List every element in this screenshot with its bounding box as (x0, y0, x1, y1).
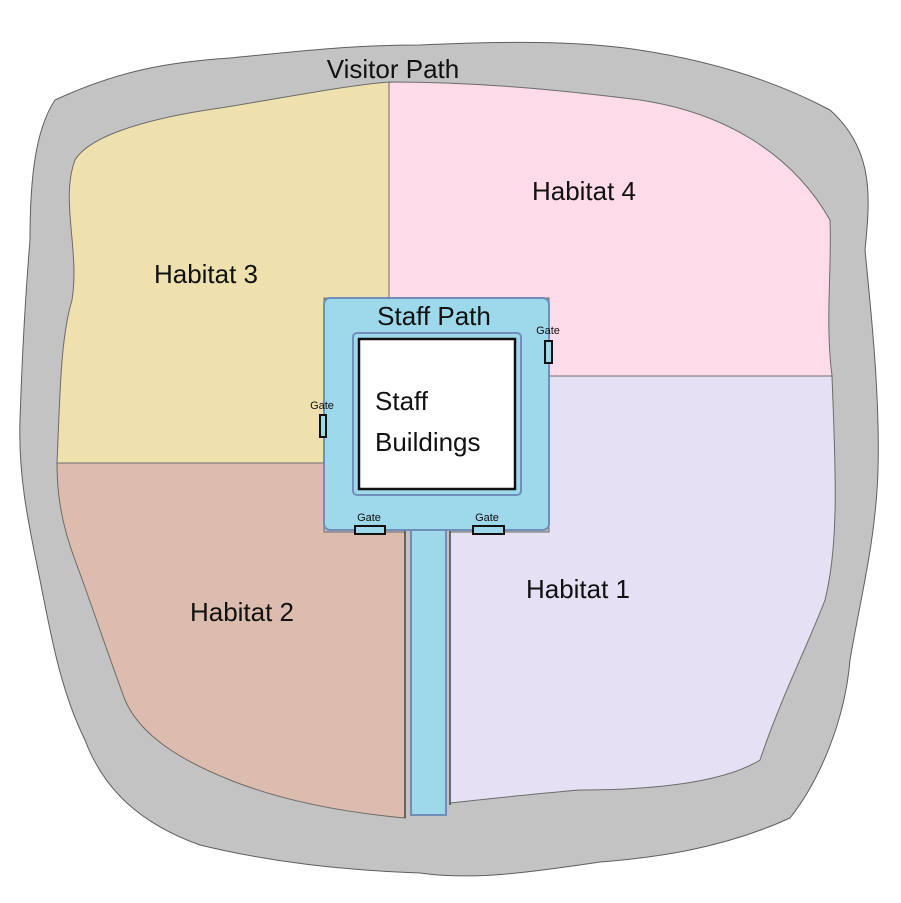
staff-path-corridor (410, 529, 447, 816)
gate-habitat-3 (319, 414, 327, 438)
gate-label-habitat-2: Gate (357, 512, 381, 524)
gate-label-habitat-3: Gate (310, 400, 334, 412)
staff-path-label: Staff Path (377, 301, 491, 331)
staff-buildings-label-line1: Staff (375, 386, 429, 416)
habitat-4-label: Habitat 4 (532, 176, 636, 206)
habitat-3-label: Habitat 3 (154, 259, 258, 289)
gate-label-habitat-1: Gate (475, 512, 499, 524)
gate-habitat-1 (472, 525, 505, 535)
habitat-3-area (56, 81, 390, 464)
visitor-path-label: Visitor Path (327, 54, 459, 84)
gate-habitat-4 (544, 340, 553, 364)
habitat-2-label: Habitat 2 (190, 597, 294, 627)
gate-label-habitat-4: Gate (536, 325, 560, 337)
habitat-4-area (388, 81, 833, 377)
habitat-2-area (56, 462, 406, 819)
habitat-1-label: Habitat 1 (526, 574, 630, 604)
staff-buildings-label-line2: Buildings (375, 427, 481, 457)
staff-buildings-border (352, 332, 522, 496)
staff-buildings-box (357, 337, 517, 491)
habitat-1-area (449, 375, 836, 804)
gate-habitat-2 (354, 525, 386, 535)
